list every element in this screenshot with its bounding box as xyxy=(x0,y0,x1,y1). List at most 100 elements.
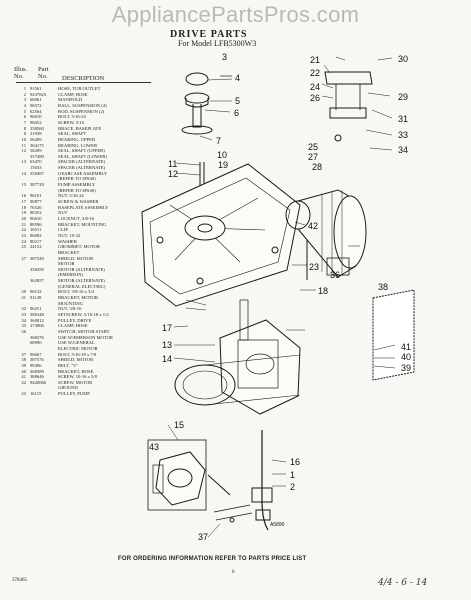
model-line: For Model LFB5300W3 xyxy=(178,39,257,48)
header-description: DESCRIPTION xyxy=(62,75,105,82)
part-no-cell: 66061 xyxy=(30,97,42,103)
description-cell: MOUNTING xyxy=(58,300,84,306)
illus-no-cell: 15 xyxy=(21,182,26,188)
description-cell: WASHER xyxy=(58,238,77,244)
part-no-cell: 96082 xyxy=(30,232,42,238)
description-cell: SPACER (ALTERNATE) xyxy=(58,159,106,165)
part-no-cell: 96251 xyxy=(30,306,42,312)
part-no-cell: 63470 xyxy=(30,159,42,165)
description-cell: SEAL, SHAFT (UPPER) xyxy=(58,148,105,154)
part-no-cell: 364175 xyxy=(30,142,44,148)
illus-no-cell: 9 xyxy=(23,131,26,137)
callout-28: 28 xyxy=(312,162,322,172)
illus-no-cell: 27 xyxy=(21,255,26,261)
description-cell: BRACKET, HOSE xyxy=(58,368,94,374)
callout-12: 12 xyxy=(168,169,178,179)
illus-no-cell: 2 xyxy=(23,91,26,97)
callout-18: 18 xyxy=(318,286,328,296)
illus-no-cell: 40 xyxy=(21,368,26,374)
description-cell: SCREW & WASHER xyxy=(58,199,99,204)
part-no-cell: 16115 xyxy=(30,391,42,397)
part-no-cell: 96667 xyxy=(30,351,42,357)
pump-shape xyxy=(155,451,206,506)
part-no-cell: 76526 xyxy=(30,204,42,210)
part-no-cell: 96101 xyxy=(30,193,42,199)
part-no-cell: 90352 xyxy=(30,210,42,216)
page-number: 6 xyxy=(232,570,235,575)
description-cell: SEAL, SHAFT xyxy=(58,131,87,137)
callout-21: 21 xyxy=(310,55,320,65)
illus-no-cell: 38 xyxy=(21,357,26,363)
description-cell: BRACKET, MOUNTING xyxy=(58,221,107,227)
illus-no-cell: 37 xyxy=(21,351,26,357)
header-divider xyxy=(16,82,151,83)
part-no-cell: 96010 xyxy=(30,114,42,120)
part-no-cell: 56209 xyxy=(30,136,42,142)
header-illus-no: Illus. No. xyxy=(14,66,28,80)
callout-6: 6 xyxy=(234,108,239,118)
illus-no-cell: 11 xyxy=(21,142,26,148)
part-no-cell: 15033 xyxy=(30,165,42,171)
illus-no-cell: 31 xyxy=(21,295,26,301)
illus-no-cell: 6 xyxy=(23,114,26,120)
callout-22: 22 xyxy=(310,68,320,78)
illus-no-cell: 39 xyxy=(21,362,26,368)
part-no-cell: 16511 xyxy=(30,227,42,233)
description-cell: SCREW, 10-16 x 5/8 xyxy=(58,374,97,380)
description-cell: SETSCREW, 5/16-18 x 1/2 xyxy=(58,312,109,317)
description-cell: BOLT, 5/16-18 x 7/8 xyxy=(58,351,97,357)
ordering-footer: FOR ORDERING INFORMATION REFER TO PARTS … xyxy=(118,556,307,562)
part-no-cell: 387576 xyxy=(30,357,44,363)
description-cell: MOTOR (ALTERNATE) xyxy=(58,266,105,272)
callout-15: 15 xyxy=(174,420,184,430)
illus-no-cell: 24 xyxy=(21,238,26,244)
description-cell: BRACE, BASEPLATE xyxy=(58,125,102,131)
part-no-cell: 68990 xyxy=(30,340,42,346)
illus-no-cell: 32 xyxy=(21,306,26,312)
part-no-cell: 368389 xyxy=(30,368,44,374)
description-cell: NUT, 3/8-16 xyxy=(58,306,82,312)
illus-no-cell: 10 xyxy=(21,136,26,142)
illus-no-cell: 42 xyxy=(21,379,26,385)
part-no-cell: 96052 xyxy=(30,119,42,125)
description-cell: SCREW, 5/16 xyxy=(58,119,84,125)
part-no-cell: 360812 xyxy=(30,317,44,323)
callout-40: 40 xyxy=(401,352,411,362)
part-no-cell: 9437823 xyxy=(30,91,47,97)
callout-30: 30 xyxy=(398,54,408,64)
manifold-cap-shape xyxy=(185,72,209,86)
illus-no-cell: 14 xyxy=(21,170,26,176)
illus-no-cell: 41 xyxy=(21,374,26,380)
part-no-cell: 362857 xyxy=(30,278,44,284)
callout-14: 14 xyxy=(162,354,172,364)
description-cell: BASEPLATE ASSEMBLY xyxy=(58,204,109,210)
callout-38: 38 xyxy=(378,282,388,292)
callout-3: 3 xyxy=(222,52,227,62)
header-part-no: Part No. xyxy=(38,66,49,80)
motor-shape xyxy=(333,195,367,269)
part-no-cell: 56209 xyxy=(30,148,42,154)
part-no-cell: 90217 xyxy=(30,238,42,244)
callout-1: 1 xyxy=(290,470,295,480)
callout-17: 17 xyxy=(162,323,172,333)
callout-11: 11 xyxy=(168,159,177,169)
illus-no-cell: 8 xyxy=(23,125,26,131)
watermark: AppliancePartsPros.com xyxy=(111,2,360,27)
description-cell: MOTOR xyxy=(58,261,75,267)
description-cell: ROD, SUSPENSION (2) xyxy=(58,108,105,114)
description-cell: USE W/GENERAL xyxy=(58,340,95,346)
part-no-cell: 96132 xyxy=(30,289,42,295)
part-no-cell: 358560 xyxy=(30,125,44,131)
callout-5: 5 xyxy=(235,96,240,106)
illus-no-cell: 21 xyxy=(21,221,26,227)
part-no-cell: 91561 xyxy=(30,86,42,91)
illus-no-cell: 13 xyxy=(21,159,26,165)
callout-2: 2 xyxy=(290,482,295,492)
illus-no-cell: 17 xyxy=(21,199,26,204)
callout-13: 13 xyxy=(162,340,172,350)
description-cell: NUT xyxy=(58,210,68,216)
handwritten-note: 4/4 - 6 - 14 xyxy=(378,578,428,588)
description-cell: SCREW, MOTOR xyxy=(58,379,93,385)
description-cell: NUT, 5/16-24 xyxy=(58,193,84,199)
gearcase-shape xyxy=(219,319,301,415)
